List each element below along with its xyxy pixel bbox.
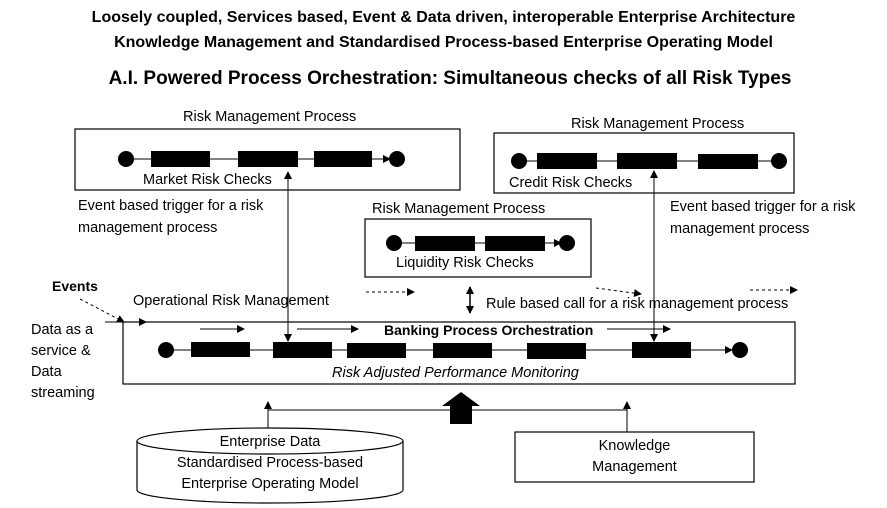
knowledge-line2: Management <box>592 459 677 475</box>
title-process-orchestration: A.I. Powered Process Orchestration: Simu… <box>108 68 792 89</box>
left-trigger-line2: management process <box>78 220 218 236</box>
liquidity-risk-header: Risk Management Process <box>372 201 546 217</box>
events-label: Events <box>52 278 98 294</box>
data-service-line1: Data as a <box>31 322 94 338</box>
market-risk-label: Market Risk Checks <box>143 172 272 188</box>
left-trigger-line1: Event based trigger for a risk <box>78 198 264 214</box>
banking-orchestration-box <box>122 321 796 385</box>
knowledge-line1: Knowledge <box>598 438 671 454</box>
enterprise-data-cylinder <box>136 427 404 504</box>
title-knowledge-management: Knowledge Management and Standardised Pr… <box>114 34 773 51</box>
orchestration-subtitle: Risk Adjusted Performance Monitoring <box>332 365 579 381</box>
events-arrow <box>79 298 125 323</box>
data-service-line3: Data <box>31 364 62 380</box>
right-trigger-line1: Event based trigger for a risk <box>670 199 856 215</box>
right-trigger-line2: management process <box>670 221 810 237</box>
market-risk-process-box <box>74 128 461 191</box>
enterprise-data-line2: Standardised Process-based <box>176 455 364 471</box>
dashed-event-arrow-2 <box>595 287 642 298</box>
feed-up-arrow-icon <box>442 392 480 424</box>
credit-risk-process-box <box>493 132 795 194</box>
enterprise-data-line3: Enterprise Operating Model <box>181 476 359 492</box>
title-architecture: Loosely coupled, Services based, Event &… <box>91 9 796 26</box>
enterprise-data-line1: Enterprise Data <box>219 434 321 450</box>
data-service-line4: streaming <box>31 385 95 401</box>
credit-risk-header: Risk Management Process <box>571 116 745 132</box>
operational-risk-label: Operational Risk Management <box>133 293 329 309</box>
credit-risk-label: Credit Risk Checks <box>509 175 633 191</box>
market-risk-header: Risk Management Process <box>183 109 357 125</box>
liquidity-risk-process-box <box>364 218 592 278</box>
liquidity-risk-label: Liquidity Risk Checks <box>396 255 534 271</box>
knowledge-management-box <box>514 431 755 483</box>
data-service-line2: service & <box>31 343 91 359</box>
rule-based-call-label: Rule based call for a risk management pr… <box>486 296 789 312</box>
orchestration-title: Banking Process Orchestration <box>384 322 594 338</box>
